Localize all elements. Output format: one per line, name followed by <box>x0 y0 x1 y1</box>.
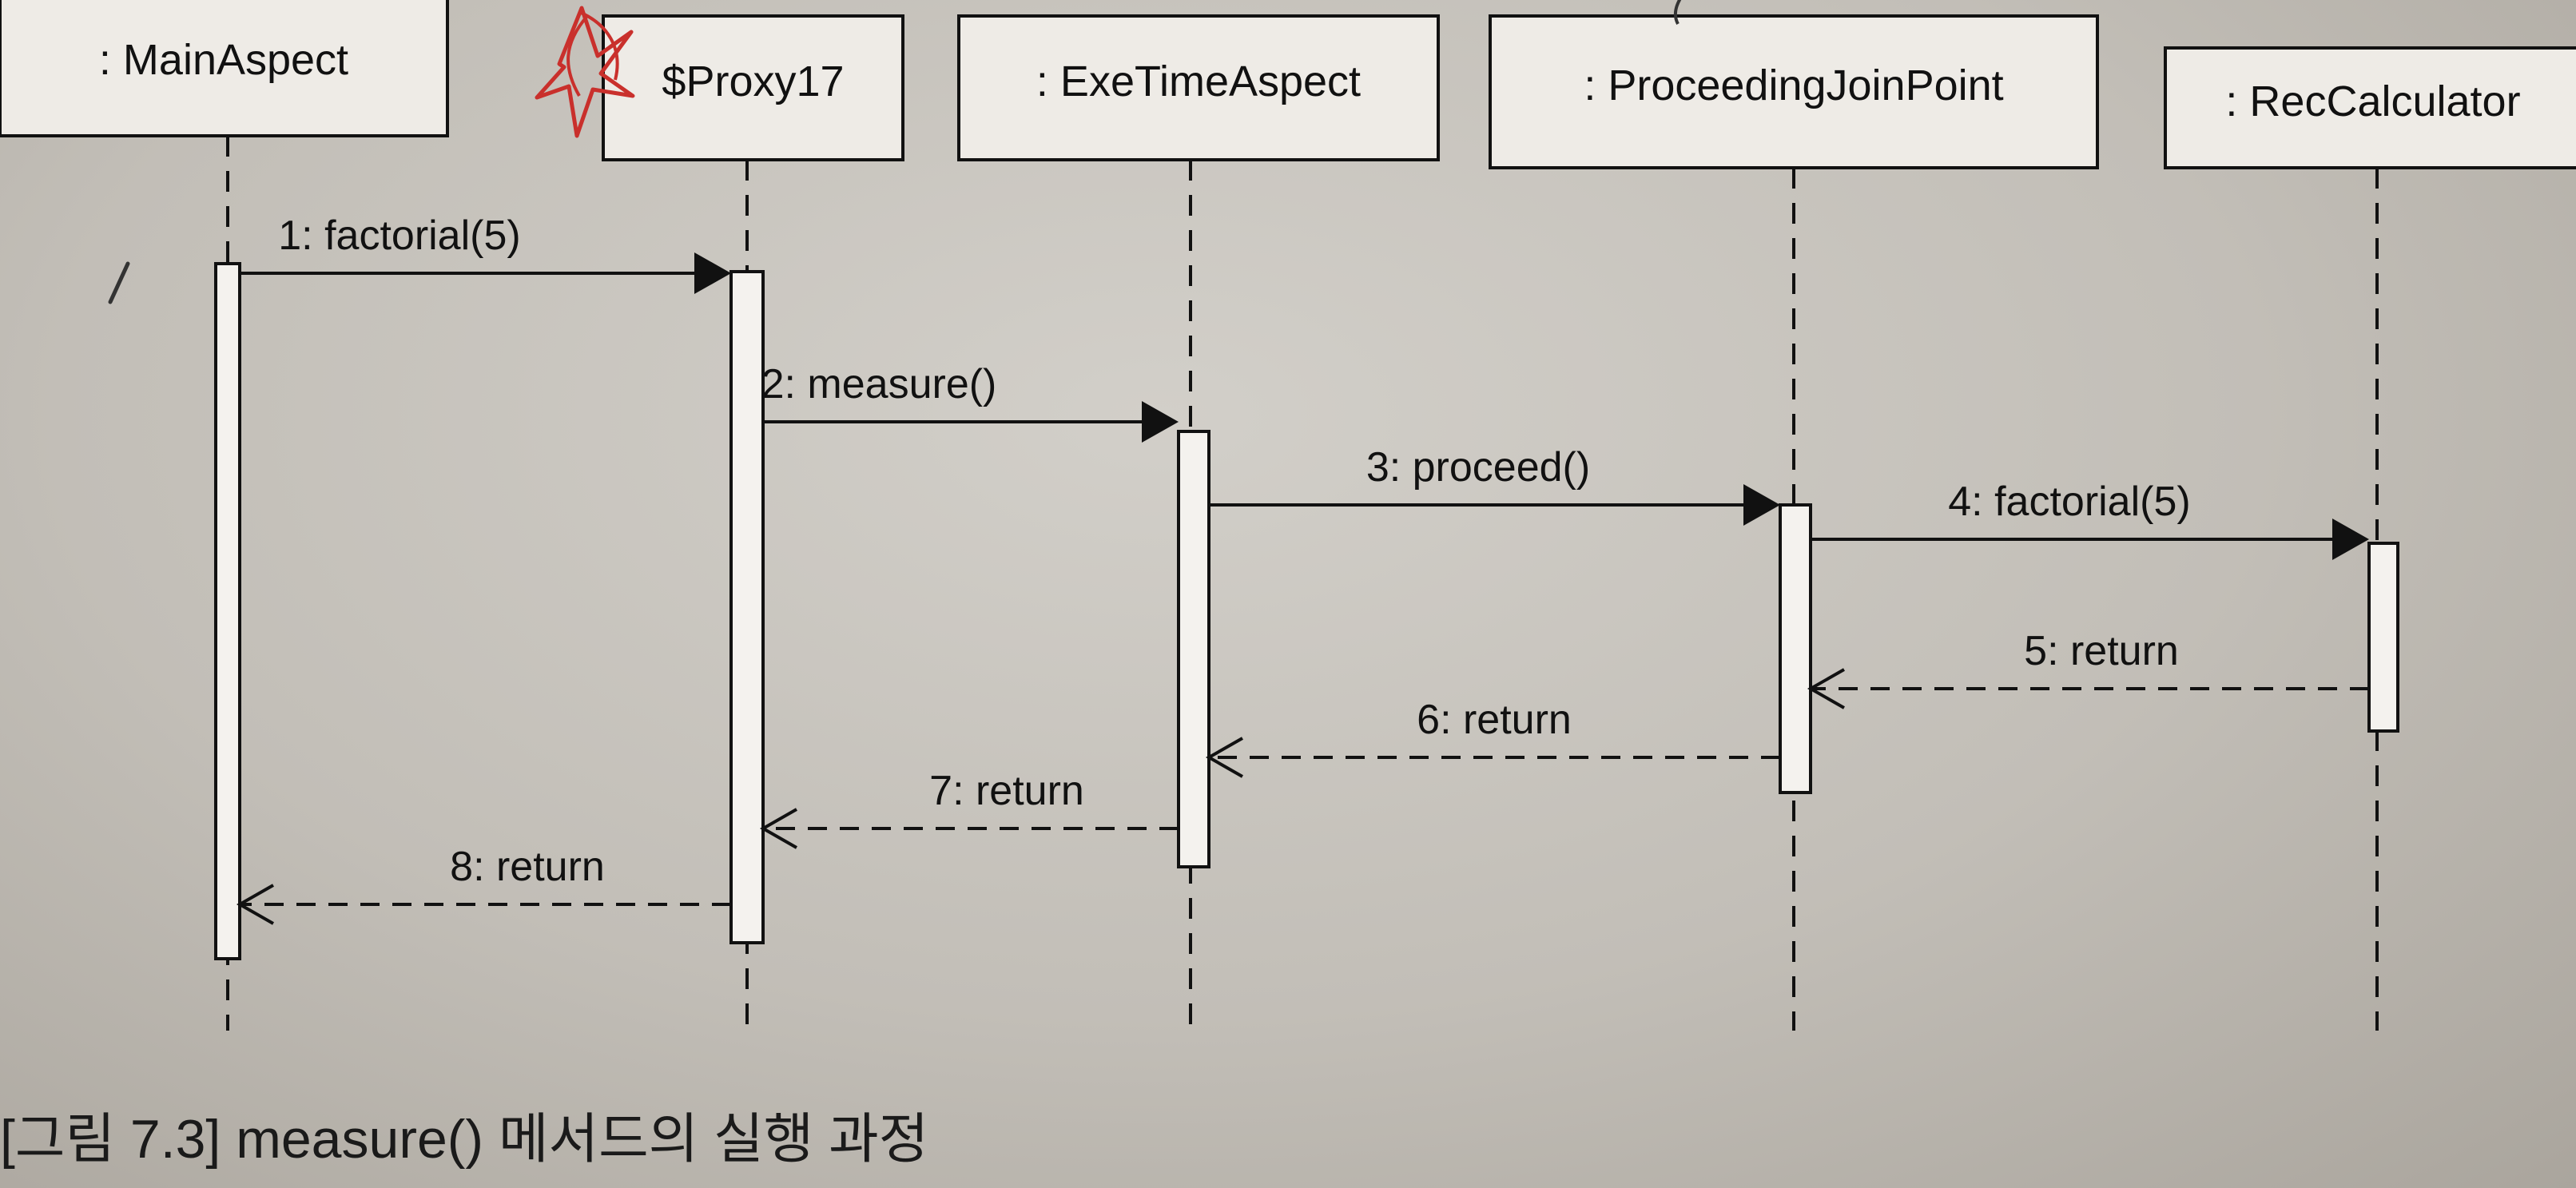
participant-label-proxy: $Proxy17 <box>662 58 844 105</box>
open-arrowhead-icon <box>759 808 797 849</box>
message-label-7: 7: return <box>929 768 1084 814</box>
message-label-6: 6: return <box>1417 697 1572 743</box>
pencil-curve-mark-icon <box>1673 0 1682 25</box>
participant-box-main <box>0 0 449 137</box>
message-1: 1: factorial(5) <box>240 213 731 294</box>
message-5: 5: return <box>1807 628 2369 709</box>
red-star-mark-icon <box>535 6 635 138</box>
filled-arrowhead-icon <box>2332 519 2369 560</box>
activation-bar-rec <box>2367 542 2399 733</box>
activation-bar-proxy <box>729 270 765 944</box>
participant-box-rec <box>2164 46 2576 169</box>
participant-box-proxy <box>602 14 904 161</box>
message-4: 4: factorial(5) <box>1811 479 2369 560</box>
participant-box-pjp <box>1489 14 2099 169</box>
open-arrowhead-icon <box>1807 668 1845 709</box>
message-label-2: 2: measure() <box>761 361 997 407</box>
open-arrowhead-icon <box>236 884 274 925</box>
message-7: 7: return <box>759 768 1179 849</box>
filled-arrowhead-icon <box>1743 484 1780 526</box>
sequence-diagram: : MainAspect $Proxy17 : ExeTimeAspect : Pro… <box>0 0 2576 1031</box>
activation-bar-main <box>214 262 241 960</box>
message-2: 2: measure() <box>761 361 1179 443</box>
participant-label-main: : MainAspect <box>99 36 348 84</box>
filled-arrowhead-icon <box>1142 401 1179 443</box>
red-scribble-icon <box>566 10 619 97</box>
message-8: 8: return <box>236 844 731 925</box>
message-label-1: 1: factorial(5) <box>278 213 520 259</box>
message-3: 3: proceed() <box>1209 444 1780 526</box>
message-label-5: 5: return <box>2024 628 2179 674</box>
participant-label-pjp: : ProceedingJoinPoint <box>1584 62 2003 109</box>
participant-box-exe <box>957 14 1440 161</box>
message-label-8: 8: return <box>450 844 605 890</box>
open-arrowhead-icon <box>1205 737 1243 778</box>
pencil-tick-mark-icon <box>108 261 130 304</box>
message-6: 6: return <box>1205 697 1780 778</box>
participant-label-exe: : ExeTimeAspect <box>1036 58 1361 105</box>
participant-label-rec: : RecCalculator <box>2225 77 2520 125</box>
activation-bar-exe <box>1177 430 1210 868</box>
activation-bar-pjp <box>1779 503 1812 794</box>
filled-arrowhead-icon <box>694 252 731 294</box>
message-label-4: 4: factorial(5) <box>1948 479 2190 525</box>
figure-caption: [그림 7.3] measure() 메서드의 실행 과정 <box>0 1109 929 1170</box>
message-label-3: 3: proceed() <box>1366 444 1590 491</box>
